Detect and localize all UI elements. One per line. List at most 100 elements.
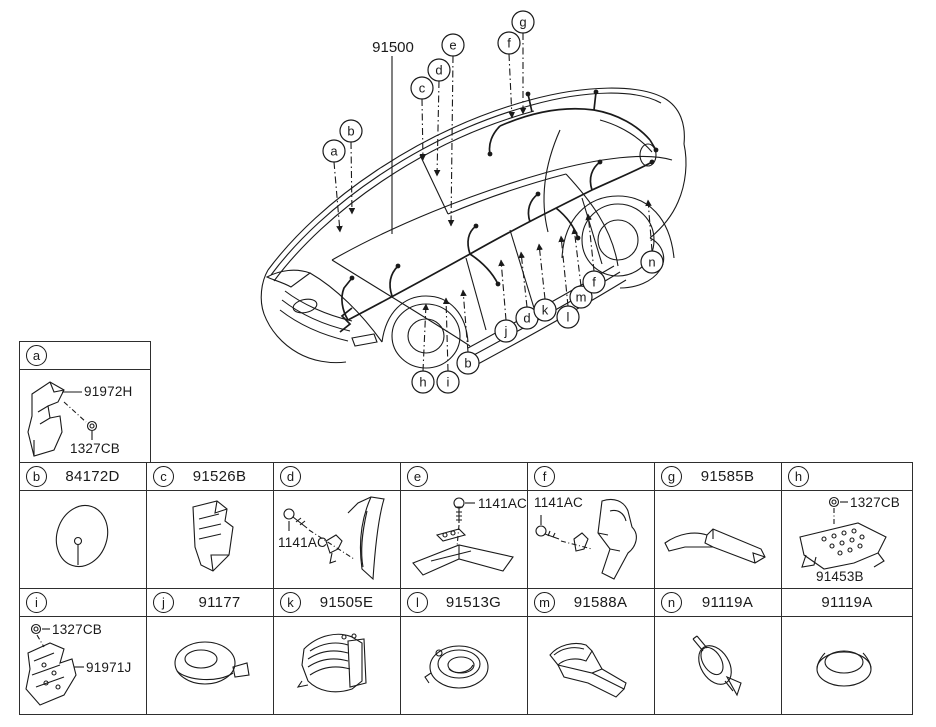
svg-text:g: g bbox=[519, 15, 526, 30]
cell-o-header: 91119A bbox=[782, 589, 912, 617]
part-number-b: 84172D bbox=[65, 468, 120, 485]
cell-j-header: j 91177 bbox=[147, 589, 273, 617]
cell-f-header: f bbox=[528, 463, 654, 491]
part-number-g: 91585B bbox=[700, 468, 755, 485]
svg-text:b: b bbox=[347, 124, 354, 139]
cell-d-header: d bbox=[274, 463, 400, 491]
callout-f[interactable]: f bbox=[497, 31, 521, 55]
cell-e-body: 1141AC bbox=[401, 491, 527, 588]
part-label-1141AC: 1141AC bbox=[478, 496, 527, 511]
part-number-l: 91513G bbox=[445, 594, 502, 611]
part-number-k: 91505E bbox=[319, 594, 374, 611]
cell-f-body: 1141AC bbox=[528, 491, 654, 588]
letter-badge-i: i bbox=[26, 592, 47, 613]
svg-text:m: m bbox=[576, 290, 587, 305]
cell-e-header: e bbox=[401, 463, 527, 491]
letter-badge-b: b bbox=[26, 466, 47, 487]
part-label-1141AC: 1141AC bbox=[278, 535, 327, 550]
parts-cell-m[interactable]: m 91588A bbox=[527, 588, 655, 715]
parts-cell-c[interactable]: c 91526B bbox=[146, 462, 274, 589]
parts-cell-k[interactable]: k 91505E bbox=[273, 588, 401, 715]
callout-g[interactable]: g bbox=[511, 10, 535, 34]
parts-cell-l[interactable]: l 91513G bbox=[400, 588, 528, 715]
cell-h-header: h bbox=[782, 463, 912, 491]
cell-j-body bbox=[147, 617, 273, 714]
callout-l[interactable]: l bbox=[556, 305, 580, 329]
car-outline bbox=[260, 87, 687, 369]
part-label-1327CB: 1327CB bbox=[850, 495, 900, 510]
cell-m-body bbox=[528, 617, 654, 714]
svg-text:d: d bbox=[523, 311, 530, 326]
parts-cell-d[interactable]: d 1141AC bbox=[273, 462, 401, 589]
cell-i-body: 1327CB 91971J bbox=[20, 617, 146, 714]
cell-c-body bbox=[147, 491, 273, 588]
callout-f2[interactable]: f bbox=[582, 270, 606, 294]
letter-badge-a: a bbox=[26, 345, 47, 366]
letter-badge-k: k bbox=[280, 592, 301, 613]
callout-j[interactable]: j bbox=[494, 319, 518, 343]
part-thumbnail-bracket-91971J bbox=[25, 623, 84, 706]
letter-badge-j: j bbox=[153, 592, 174, 613]
svg-text:d: d bbox=[435, 63, 442, 78]
part-thumbnail-grommet-91119A bbox=[816, 650, 872, 687]
part-thumbnail-rail-bolt bbox=[412, 497, 514, 576]
part-number-n: 91119A bbox=[701, 594, 754, 611]
callout-n[interactable]: n bbox=[640, 250, 664, 274]
callout-k[interactable]: k bbox=[533, 298, 557, 322]
callout-i[interactable]: i bbox=[436, 370, 460, 394]
cell-c-header: c 91526B bbox=[147, 463, 273, 491]
part-number-m: 91588A bbox=[573, 594, 628, 611]
parts-cell-o[interactable]: 91119A bbox=[781, 588, 913, 715]
callout-a[interactable]: a bbox=[322, 139, 346, 163]
svg-text:k: k bbox=[542, 303, 549, 318]
cell-o-body bbox=[782, 617, 912, 714]
callout-c[interactable]: c bbox=[410, 76, 434, 100]
letter-badge-d: d bbox=[280, 466, 301, 487]
part-thumbnail-tray-91453B bbox=[799, 496, 887, 570]
cell-k-body bbox=[274, 617, 400, 714]
parts-cell-f[interactable]: f 1141AC bbox=[527, 462, 655, 589]
part-label-91971J: 91971J bbox=[86, 660, 132, 675]
letter-badge-g: g bbox=[661, 466, 682, 487]
parts-cell-n[interactable]: n 91119A bbox=[654, 588, 782, 715]
part-label-1141AC: 1141AC bbox=[534, 495, 583, 510]
parts-cell-e[interactable]: e 1141AC bbox=[400, 462, 528, 589]
parts-cell-j[interactable]: j 91177 bbox=[146, 588, 274, 715]
svg-text:j: j bbox=[504, 324, 508, 339]
floor-wiring-harness bbox=[339, 89, 659, 333]
parts-cell-h[interactable]: h 1327CB 91453B bbox=[781, 462, 913, 589]
part-thumbnail-grommet-91513G bbox=[424, 645, 489, 689]
part-thumbnail-pillar-clip bbox=[283, 496, 385, 581]
part-number-o: 91119A bbox=[821, 594, 873, 611]
part-thumbnail-plug-91119A bbox=[692, 635, 742, 697]
callout-b[interactable]: b bbox=[339, 119, 363, 143]
cell-k-header: k 91505E bbox=[274, 589, 400, 617]
parts-cell-g[interactable]: g 91585B bbox=[654, 462, 782, 589]
letter-badge-f: f bbox=[534, 466, 555, 487]
callout-m[interactable]: m bbox=[569, 285, 593, 309]
cell-m-header: m 91588A bbox=[528, 589, 654, 617]
part-thumbnail-clip-91588A bbox=[549, 642, 627, 698]
svg-text:n: n bbox=[648, 255, 655, 270]
parts-cell-b[interactable]: b 84172D bbox=[19, 462, 147, 589]
svg-text:e: e bbox=[449, 38, 456, 53]
callout-d[interactable]: d bbox=[427, 58, 451, 82]
svg-text:i: i bbox=[447, 375, 450, 390]
callout-e[interactable]: e bbox=[441, 33, 465, 57]
part-label-91972H: 91972H bbox=[84, 384, 133, 399]
svg-text:l: l bbox=[567, 310, 570, 325]
letter-badge-l: l bbox=[407, 592, 428, 613]
letter-badge-h: h bbox=[788, 466, 809, 487]
callout-leaders bbox=[333, 33, 653, 372]
part-label-1327CB: 1327CB bbox=[52, 622, 102, 637]
part-label-91453B: 91453B bbox=[816, 569, 864, 584]
callout-b2[interactable]: b bbox=[456, 351, 480, 375]
svg-text:h: h bbox=[419, 375, 426, 390]
cell-n-body bbox=[655, 617, 781, 714]
callout-h[interactable]: h bbox=[411, 370, 435, 394]
cell-d-body: 1141AC bbox=[274, 491, 400, 588]
parts-cell-i[interactable]: i 1327CB 91971J bbox=[19, 588, 147, 715]
cell-b-body bbox=[20, 491, 146, 588]
parts-cell-a[interactable]: a 91972H 1327CB bbox=[19, 341, 151, 463]
part-label-1327CB: 1327CB bbox=[70, 441, 120, 456]
